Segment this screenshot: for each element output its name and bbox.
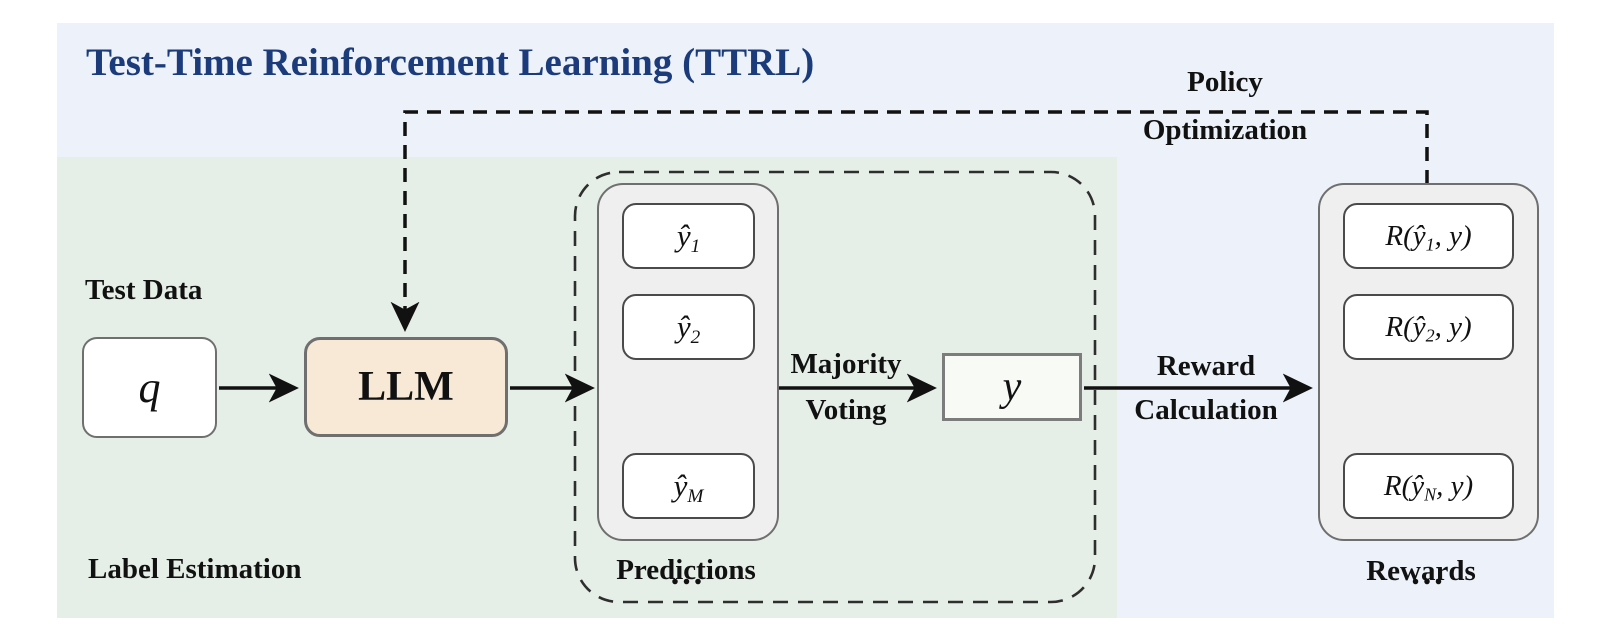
optimization-label: Optimization	[1142, 114, 1308, 146]
rewards-label: Rewards	[1366, 555, 1476, 587]
reward-calculation-label-line1: Reward	[1156, 350, 1256, 382]
prediction-M-symbol: ŷM	[673, 468, 704, 507]
estimated-label-box: y	[942, 353, 1082, 421]
prediction-box-1: ŷ1	[622, 203, 755, 269]
prediction-2-symbol: ŷ2	[676, 309, 701, 348]
llm-label: LLM	[358, 364, 454, 410]
majority-voting-label-line2: Voting	[805, 394, 887, 426]
policy-optimization-feedback-arrow	[390, 110, 1429, 332]
predictions-label: Predictions	[616, 554, 756, 586]
prediction-box-M: ŷM	[622, 453, 755, 519]
test-data-label: Test Data	[85, 274, 203, 306]
reward-box-N: R(ŷN, y)	[1343, 453, 1514, 519]
reward-box-2: R(ŷ2, y)	[1343, 294, 1514, 360]
reward-N-symbol: R(ŷN, y)	[1383, 469, 1474, 504]
policy-label: Policy	[1187, 66, 1263, 98]
label-estimation-label: Label Estimation	[88, 553, 302, 585]
query-box: q	[82, 337, 217, 438]
reward-calculation-label-line2: Calculation	[1134, 394, 1278, 426]
majority-voting-label-line1: Majority	[790, 348, 902, 380]
predictions-container: ŷ1 ŷ2 ... ŷM	[597, 183, 779, 591]
reward-box-1: R(ŷ1, y)	[1343, 203, 1514, 269]
llm-box: LLM	[304, 337, 508, 437]
reward-2-symbol: R(ŷ2, y)	[1385, 310, 1472, 345]
y-symbol: y	[1002, 364, 1022, 410]
prediction-1-symbol: ŷ1	[676, 218, 701, 257]
prediction-box-2: ŷ2	[622, 294, 755, 360]
rewards-container: R(ŷ1, y) R(ŷ2, y) ... R(ŷN, y)	[1318, 183, 1539, 591]
page-title: Test-Time Reinforcement Learning (TTRL)	[86, 41, 815, 84]
reward-1-symbol: R(ŷ1, y)	[1385, 219, 1472, 254]
query-symbol: q	[138, 363, 161, 412]
